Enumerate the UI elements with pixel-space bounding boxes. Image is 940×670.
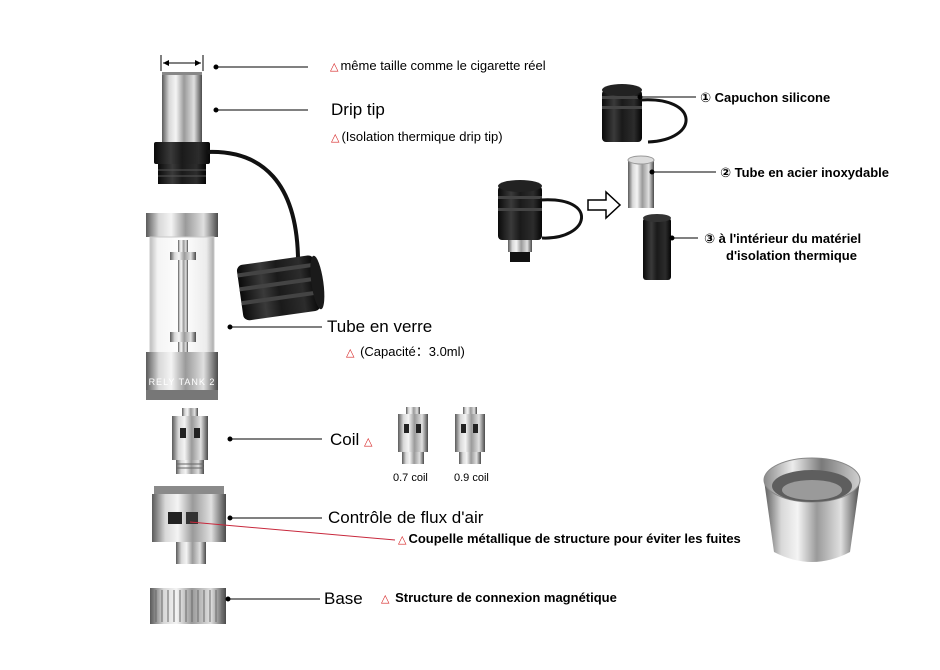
insulation-tube-illustration <box>643 214 671 280</box>
silicone-cap-illustration <box>602 84 688 144</box>
coil-label: Coil △ <box>330 430 373 449</box>
capacity-note-label: △ (Capacité：3.0ml) <box>346 344 465 359</box>
leader-lines <box>213 64 716 602</box>
steel-tube-label: ② Tube en acier inoxydable <box>720 165 889 180</box>
magnetic-note-label: △ Structure de connexion magnétique <box>381 590 617 605</box>
assembled-drip-tip-illustration <box>498 180 583 262</box>
coil-0-7-label: 0.7 coil <box>393 472 428 484</box>
coil-0-9-label: 0.9 coil <box>454 472 489 484</box>
metal-cup-illustration <box>763 457 861 562</box>
inner-material-label-line1: ③ à l'intérieur du matériel <box>704 231 862 246</box>
drip-tip-illustration <box>154 72 325 321</box>
coil-illustration <box>172 408 208 474</box>
warning-triangle-icon: △ <box>331 132 340 144</box>
inner-material-label-line2: d'isolation thermique <box>726 248 857 263</box>
glass-tube-illustration <box>146 213 218 400</box>
warning-triangle-icon: △ <box>346 347 355 359</box>
steel-tube-illustration <box>627 155 655 208</box>
warning-triangle-icon: △ <box>330 61 339 73</box>
airflow-control-illustration <box>152 486 226 564</box>
airflow-label: Contrôle de flux d'air <box>328 508 484 527</box>
cup-note-label: △Coupelle métallique de structure pour é… <box>398 531 741 546</box>
warning-triangle-icon: △ <box>381 593 390 605</box>
coil-0-9-illustration <box>455 407 485 464</box>
cup-leader-line <box>189 521 396 541</box>
coil-0-7-illustration <box>398 407 428 464</box>
cap-silicone-label: ① Capuchon silicone <box>700 90 831 105</box>
tank-engraving: RELY TANK 2 <box>149 377 216 387</box>
size-note-label: △même taille comme le cigarette réel <box>330 58 546 73</box>
base-label: Base <box>324 589 363 608</box>
drip-tip-note-label: △(Isolation thermique drip tip) <box>331 129 503 144</box>
drip-tip-label: Drip tip <box>331 100 385 119</box>
width-dimension-marker <box>160 55 204 71</box>
base-illustration <box>150 588 226 624</box>
warning-triangle-icon: △ <box>364 436 373 448</box>
glass-tube-label: Tube en verre <box>327 317 433 336</box>
assembly-arrow-icon <box>587 190 622 220</box>
warning-triangle-icon: △ <box>398 534 407 546</box>
